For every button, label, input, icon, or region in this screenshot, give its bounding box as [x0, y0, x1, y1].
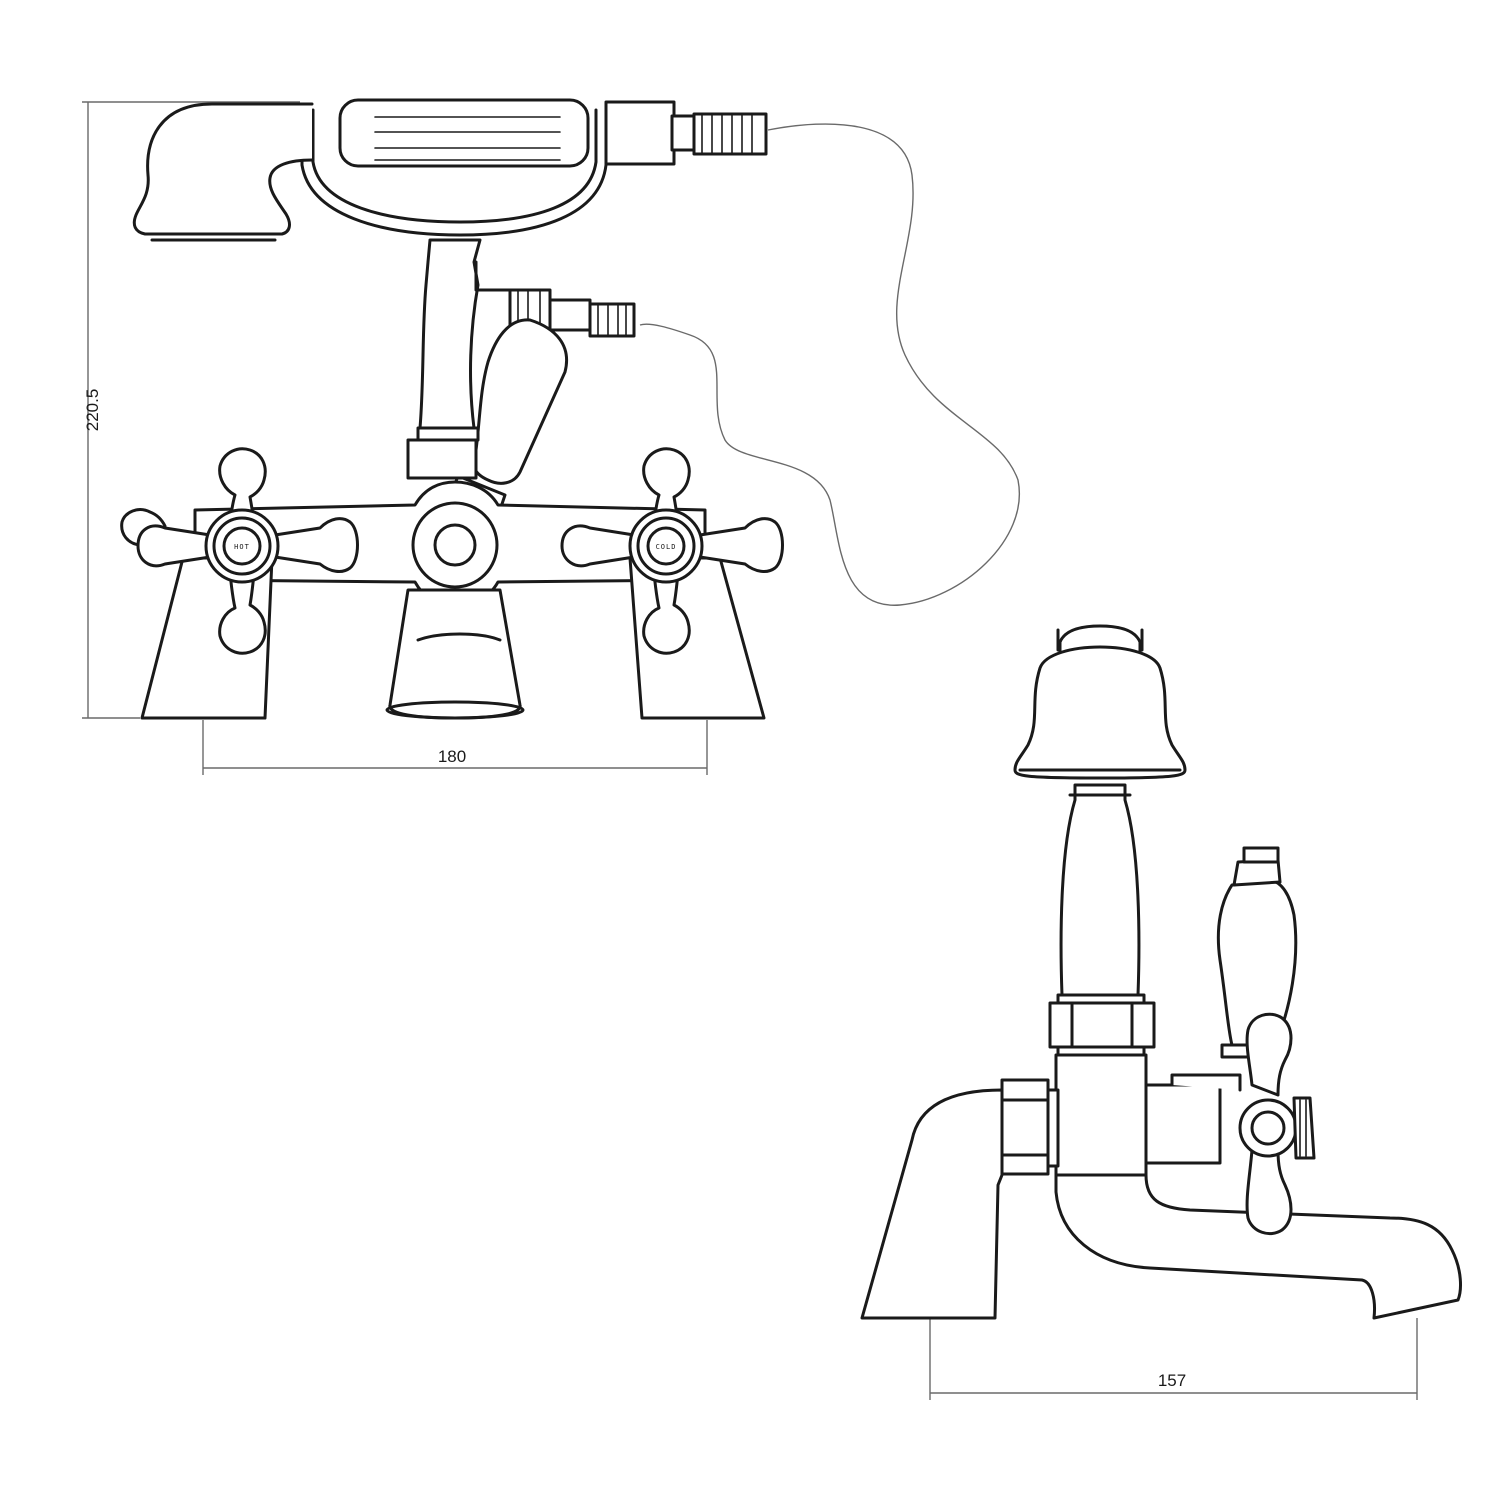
side-view: 157 — [860, 624, 1462, 1400]
side-cross-handle[interactable] — [1238, 1012, 1316, 1235]
side-valve-body — [1054, 1053, 1148, 1177]
height-dimension-label: 220.5 — [83, 389, 102, 432]
shower-hose — [639, 123, 1021, 606]
handset-hose-connector — [692, 112, 768, 156]
handset-handle — [338, 98, 590, 168]
side-cradle-stem — [1059, 783, 1141, 997]
depth-dimension-label: 157 — [1158, 1371, 1186, 1390]
spout-outlet-ring — [433, 523, 477, 567]
diverter-hose-connector — [588, 302, 636, 338]
side-hex-nut — [1000, 1078, 1060, 1176]
cradle-stem — [418, 238, 482, 430]
depth-dimension: 157 — [929, 1318, 1418, 1400]
cold-label: COLD — [656, 543, 677, 551]
hot-cross-handle[interactable]: HOT — [120, 447, 359, 655]
cradle — [300, 102, 608, 237]
side-cradle-bell — [1013, 645, 1187, 780]
center-spout — [388, 588, 522, 720]
stem-collar — [416, 426, 480, 442]
side-spout — [1054, 1173, 1462, 1320]
cold-cross-handle[interactable]: COLD — [560, 447, 784, 655]
handset-head — [132, 102, 314, 236]
height-dimension: 220.5 — [82, 101, 300, 719]
width-dimension-label: 180 — [438, 747, 466, 766]
hot-label: HOT — [234, 543, 250, 551]
width-dimension: 180 — [202, 720, 708, 775]
front-view: 220.5 180 — [82, 98, 1021, 775]
side-pillar — [860, 1088, 1004, 1320]
diverter-lever — [471, 318, 568, 485]
